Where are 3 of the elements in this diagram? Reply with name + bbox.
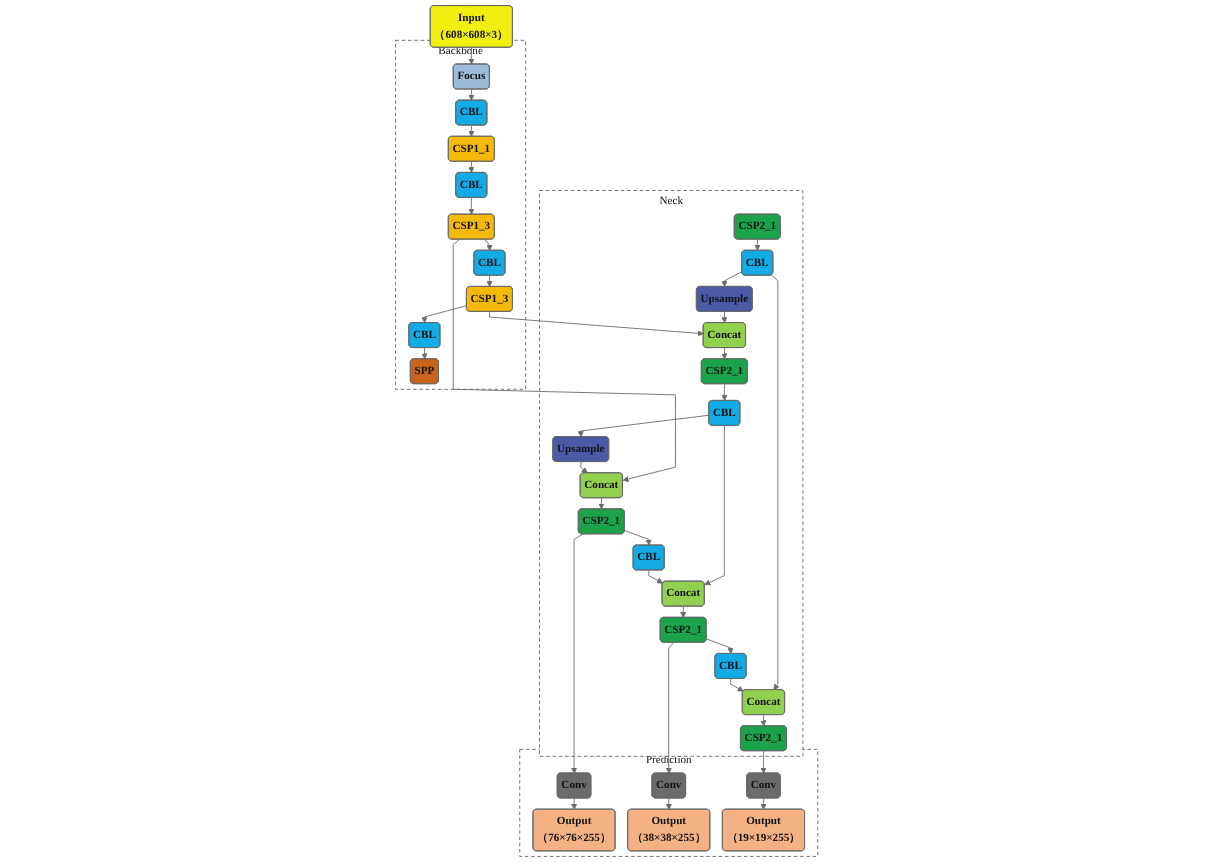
arrow [421, 347, 428, 360]
arrow [760, 714, 767, 727]
arrow [754, 239, 761, 251]
